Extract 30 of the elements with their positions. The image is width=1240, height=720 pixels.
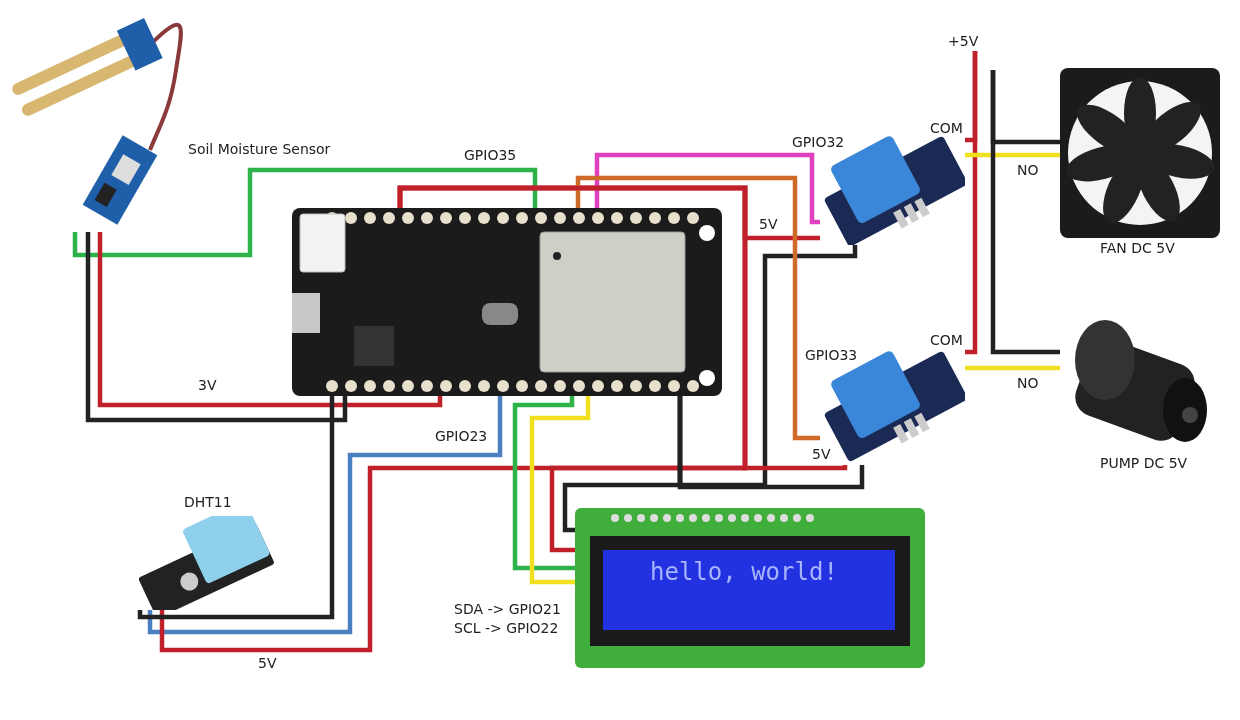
wire <box>137 396 335 620</box>
display-text: hello, world! <box>650 558 838 586</box>
wire <box>529 396 591 585</box>
wire-label: COM <box>928 332 965 348</box>
wire <box>397 185 848 471</box>
wire <box>147 396 503 635</box>
wire-label: 5V <box>256 655 279 671</box>
wire-label: NO <box>1015 375 1041 391</box>
wire <box>965 152 1060 158</box>
wire <box>677 396 865 490</box>
component-label: DHT11 <box>184 494 232 510</box>
supply-label: +5V <box>948 33 979 49</box>
wire <box>72 167 538 258</box>
wire <box>990 70 1060 355</box>
wire <box>97 232 443 408</box>
component-label: FAN DC 5V <box>1100 240 1175 256</box>
wire-label: SDA -> GPIO21 <box>452 601 563 617</box>
wire <box>965 365 1060 371</box>
wire-label: 3V <box>196 377 219 393</box>
wire <box>85 232 348 423</box>
component-label: Soil Moisture Sensor <box>188 141 331 157</box>
wire-label: 5V <box>757 216 780 232</box>
wire-label: NO <box>1015 162 1041 178</box>
wire <box>594 152 820 225</box>
wire <box>965 51 978 355</box>
wire <box>575 175 820 441</box>
wire-label: COM <box>928 120 965 136</box>
wire-label: 5V <box>810 446 833 462</box>
wire <box>512 396 575 571</box>
component-label: PUMP DC 5V <box>1100 455 1188 471</box>
